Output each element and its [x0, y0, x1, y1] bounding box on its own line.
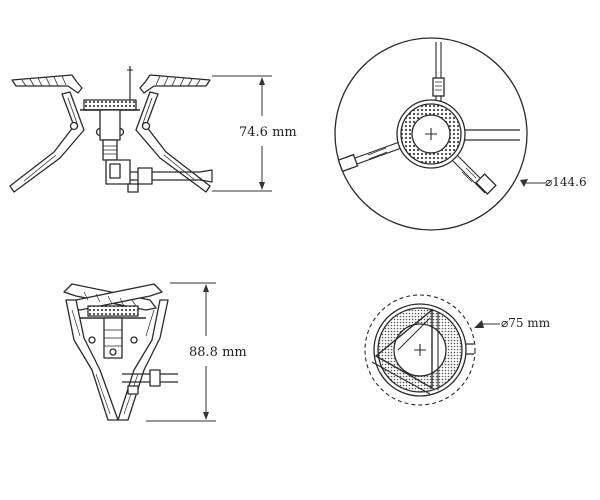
side-view-unfolded	[9, 66, 213, 193]
outer-diameter-circle	[334, 37, 528, 231]
burner-diameter-label: ⌀75 mm	[501, 316, 551, 330]
center-mark	[425, 128, 437, 140]
unfolded-diameter-label: ⌀144.6	[545, 175, 587, 189]
top-view-folded	[364, 294, 476, 406]
right-leg	[135, 91, 211, 193]
left-leg	[9, 91, 85, 193]
unfolded-height-label: 74.6 mm	[238, 124, 298, 141]
left-pot-support	[11, 74, 83, 94]
top-view-unfolded	[334, 37, 528, 231]
folded-height-label: 88.8 mm	[188, 344, 248, 361]
fuel-hose-top	[462, 129, 520, 141]
dimension-unfolded-diameter-leader	[520, 179, 545, 187]
right-pot-support	[139, 74, 211, 94]
burner-dashed-circle	[364, 294, 476, 406]
side-view-folded	[63, 283, 178, 421]
folded-support-triangle	[374, 308, 433, 390]
dimension-folded-height	[146, 282, 216, 422]
dimension-unfolded-height	[212, 75, 272, 192]
dimension-burner-diameter-leader	[474, 320, 500, 328]
